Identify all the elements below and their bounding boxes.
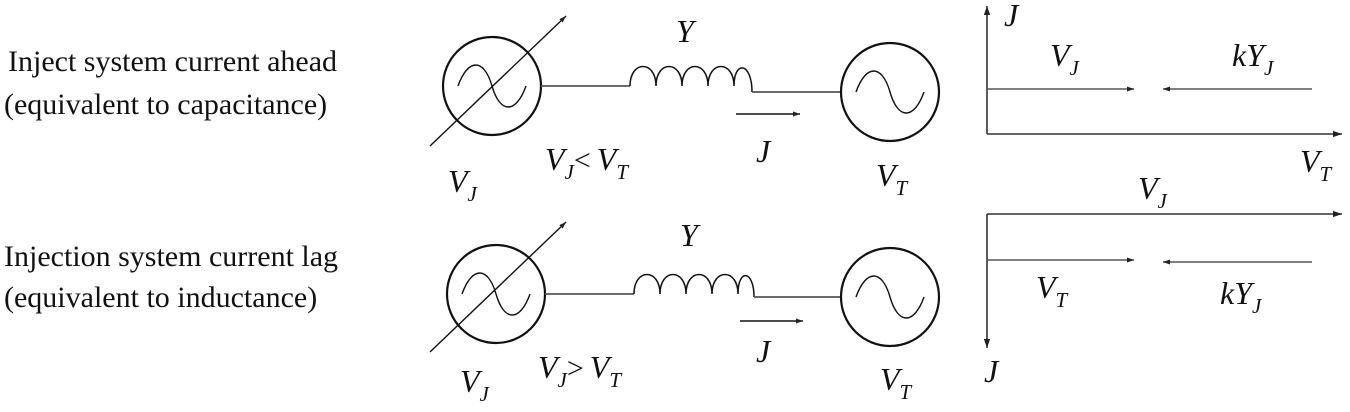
admittance-label: Y (676, 13, 697, 49)
source-left-label: VJ (460, 363, 491, 406)
inductor-coil (629, 65, 753, 93)
source-circle (839, 246, 941, 348)
sine-wave-icon (461, 272, 531, 316)
row-inductive: Injection system current lag (equivalent… (4, 170, 1342, 406)
inductor-coil (633, 273, 755, 298)
current-label: J (756, 333, 772, 369)
source-right-label: VT (876, 157, 909, 200)
source-right-label: VT (880, 361, 913, 404)
phasor-diagram: J VT VJ kYJ (983, 0, 1342, 186)
row-title-line1: Injection system current lag (4, 240, 338, 273)
variable-source-left (429, 221, 567, 353)
current-label: J (756, 133, 772, 169)
axis-vertical-label: J (984, 353, 1000, 389)
row-title-line1: Inject system current ahead (8, 45, 337, 78)
variable-arrow-icon (429, 15, 567, 147)
voltage-relation: VJ>VT (538, 349, 622, 392)
source-right (839, 41, 941, 143)
vector-left-label: VJ (1050, 37, 1081, 80)
sine-wave-icon (855, 70, 925, 114)
source-circle (839, 41, 941, 143)
source-right (839, 246, 941, 348)
row-capacitive: Inject system current ahead (equivalent … (4, 0, 1342, 206)
vector-right-label: kYJ (1220, 275, 1263, 318)
sine-wave-icon (855, 275, 925, 319)
admittance-label: Y (680, 217, 701, 253)
row-title-line2: (equivalent to inductance) (4, 281, 317, 314)
variable-source-left (429, 15, 567, 147)
variable-arrow-icon (429, 221, 567, 353)
axis-vertical-label: J (1004, 0, 1020, 33)
axis-horizontal-label: VT (1300, 143, 1333, 186)
vector-right-label: kYJ (1232, 37, 1275, 80)
source-left-label: VJ (448, 163, 479, 206)
axis-horizontal-label: VJ (1138, 170, 1169, 213)
phasor-diagram: J VJ VT kYJ (983, 170, 1342, 389)
row-title-line2: (equivalent to capacitance) (4, 88, 327, 121)
vector-left-label: VT (1036, 269, 1069, 312)
voltage-relation: VJ<VT (545, 141, 629, 184)
